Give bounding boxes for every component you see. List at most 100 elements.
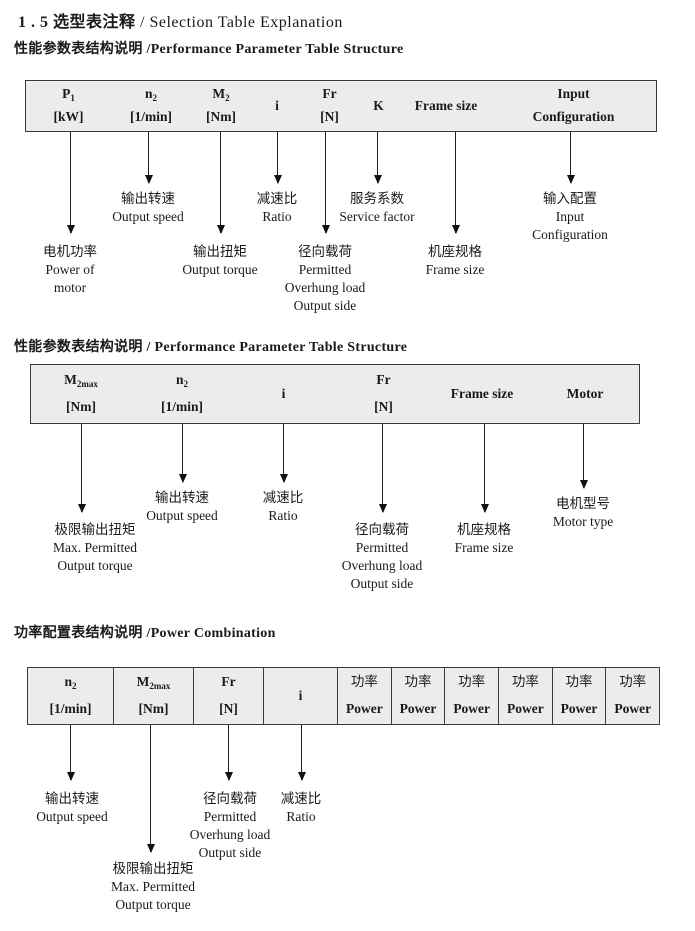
column-symbol: Input bbox=[557, 86, 590, 101]
column-unit: [N] bbox=[374, 399, 393, 414]
column-symbol: M2 bbox=[212, 86, 230, 103]
label-power-of-motor: 电机功率 Power of motor bbox=[43, 244, 97, 295]
label-overhung-load: 径向载荷 Permitted Overhung load Output side bbox=[284, 244, 366, 313]
arrow-m2max bbox=[146, 725, 155, 853]
section2-heading: 性能参数表结构说明 / Performance Parameter Table … bbox=[14, 340, 408, 355]
power-label-en: Power bbox=[560, 701, 598, 716]
column-symbol: Fr bbox=[376, 372, 391, 387]
column-symbol: Fr bbox=[221, 674, 236, 689]
column-symbol: Motor bbox=[566, 385, 604, 401]
label-max-output-torque: 极限输出扭矩 Max. Permitted Output torque bbox=[53, 522, 137, 573]
section3-heading: 功率配置表结构说明 /Power Combination bbox=[14, 626, 276, 641]
arrow-i bbox=[279, 424, 288, 483]
label-frame-size: 机座规格 Frame size bbox=[454, 522, 514, 555]
table2-col-i: i bbox=[233, 365, 334, 423]
table3-col-power-4: 功率 Power bbox=[499, 668, 553, 724]
table3-col-m2max: M2max [Nm] bbox=[114, 668, 194, 724]
page-title: 1 . 5 选型表注释 / Selection Table Explanatio… bbox=[18, 8, 343, 32]
column-unit: [1/min] bbox=[130, 109, 172, 124]
arrow-frame-size bbox=[480, 424, 489, 513]
label-ratio: 减速比 Ratio bbox=[280, 791, 322, 824]
column-symbol: i bbox=[275, 97, 279, 113]
column-unit: [1/min] bbox=[49, 701, 92, 716]
arrow-fr bbox=[378, 424, 387, 513]
column-symbol: n2 bbox=[175, 372, 188, 389]
arrow-m2 bbox=[216, 132, 225, 234]
column-symbol: M2max bbox=[136, 674, 171, 691]
column-unit: [N] bbox=[320, 109, 339, 124]
arrow-k bbox=[373, 132, 382, 184]
label-max-output-torque: 极限输出扭矩 Max. Permitted Output torque bbox=[111, 861, 195, 912]
arrow-n2 bbox=[144, 132, 153, 184]
arrow-fr bbox=[224, 725, 233, 781]
table1-col-i: i bbox=[251, 81, 303, 131]
arrow-m2max bbox=[77, 424, 86, 513]
table2-col-m2max: M2max [Nm] bbox=[31, 365, 131, 423]
table1-col-frame-size: Frame size bbox=[401, 81, 491, 131]
table3-col-i: i bbox=[264, 668, 338, 724]
table2-col-fr: Fr [N] bbox=[334, 365, 433, 423]
label-overhung-load: 径向载荷 Permitted Overhung load Output side bbox=[189, 791, 271, 860]
table3-col-power-3: 功率 Power bbox=[445, 668, 500, 724]
table3-col-n2: n2 [1/min] bbox=[28, 668, 114, 724]
column-symbol: n2 bbox=[64, 674, 77, 691]
table3-col-power-6: 功率 Power bbox=[606, 668, 659, 724]
arrow-n2 bbox=[66, 725, 75, 781]
section1-heading: 性能参数表结构说明 /Performance Parameter Table S… bbox=[14, 42, 404, 57]
arrow-frame-size bbox=[451, 132, 460, 234]
label-motor-type: 电机型号 Motor type bbox=[552, 496, 614, 529]
power-label-zh: 功率 bbox=[458, 674, 486, 689]
table3-col-power-2: 功率 Power bbox=[392, 668, 446, 724]
section3-table-header: n2 [1/min] M2max [Nm] Fr [N] i 功率 Power … bbox=[27, 667, 660, 725]
column-unit: [Nm] bbox=[206, 109, 236, 124]
arrow-fr bbox=[321, 132, 330, 234]
column-symbol: n2 bbox=[144, 86, 157, 103]
power-label-zh: 功率 bbox=[619, 674, 647, 689]
label-overhung-load: 径向载荷 Permitted Overhung load Output side bbox=[341, 522, 423, 591]
column-symbol: i bbox=[281, 385, 286, 401]
power-label-zh: 功率 bbox=[565, 674, 593, 689]
table3-col-power-1: 功率 Power bbox=[338, 668, 392, 724]
table3-col-power-5: 功率 Power bbox=[553, 668, 607, 724]
label-output-speed: 输出转速 Output speed bbox=[112, 191, 184, 224]
power-label-en: Power bbox=[453, 701, 491, 716]
table2-col-frame-size: Frame size bbox=[433, 365, 531, 423]
column-unit: [kW] bbox=[53, 109, 84, 124]
column-unit: [Nm] bbox=[66, 399, 96, 414]
table1-col-n2: n2 [1/min] bbox=[111, 81, 191, 131]
label-ratio: 减速比 Ratio bbox=[256, 191, 298, 224]
power-label-zh: 功率 bbox=[511, 674, 539, 689]
power-label-zh: 功率 bbox=[404, 674, 432, 689]
column-symbol: P1 bbox=[62, 86, 75, 103]
arrow-motor bbox=[579, 424, 588, 489]
column-unit: [N] bbox=[219, 701, 238, 716]
arrow-input-configuration bbox=[566, 132, 575, 184]
label-output-speed: 输出转速 Output speed bbox=[146, 490, 218, 523]
table2-col-n2: n2 [1/min] bbox=[131, 365, 233, 423]
arrow-n2 bbox=[178, 424, 187, 483]
table1-col-m2: M2 [Nm] bbox=[191, 81, 251, 131]
label-input-configuration: 输入配置 Input Configuration bbox=[532, 191, 608, 242]
column-symbol: M2max bbox=[64, 372, 98, 389]
power-label-en: Power bbox=[614, 701, 652, 716]
label-frame-size: 机座规格 Frame size bbox=[425, 244, 485, 277]
column-symbol: i bbox=[298, 687, 303, 703]
label-service-factor: 服务系数 Service factor bbox=[339, 191, 415, 224]
page-title-en: / Selection Table Explanation bbox=[140, 14, 343, 31]
label-output-speed: 输出转速 Output speed bbox=[36, 791, 108, 824]
section1-table-header: P1 [kW] n2 [1/min] M2 [Nm] i Fr [N] K Fr… bbox=[25, 80, 657, 132]
table1-col-p1: P1 [kW] bbox=[26, 81, 111, 131]
table2-col-motor: Motor bbox=[531, 365, 639, 423]
label-output-torque: 输出扭矩 Output torque bbox=[182, 244, 258, 277]
section2-table-header: M2max [Nm] n2 [1/min] i Fr [N] Frame siz… bbox=[30, 364, 640, 424]
column-unit: [Nm] bbox=[138, 701, 169, 716]
column-unit: Configuration bbox=[532, 109, 615, 124]
table1-col-input-configuration: Input Configuration bbox=[491, 81, 656, 131]
column-symbol: K bbox=[373, 97, 384, 113]
column-symbol: Fr bbox=[322, 86, 337, 101]
table3-col-fr: Fr [N] bbox=[194, 668, 264, 724]
arrow-i bbox=[273, 132, 282, 184]
arrow-p1 bbox=[66, 132, 75, 234]
table1-col-fr: Fr [N] bbox=[303, 81, 356, 131]
